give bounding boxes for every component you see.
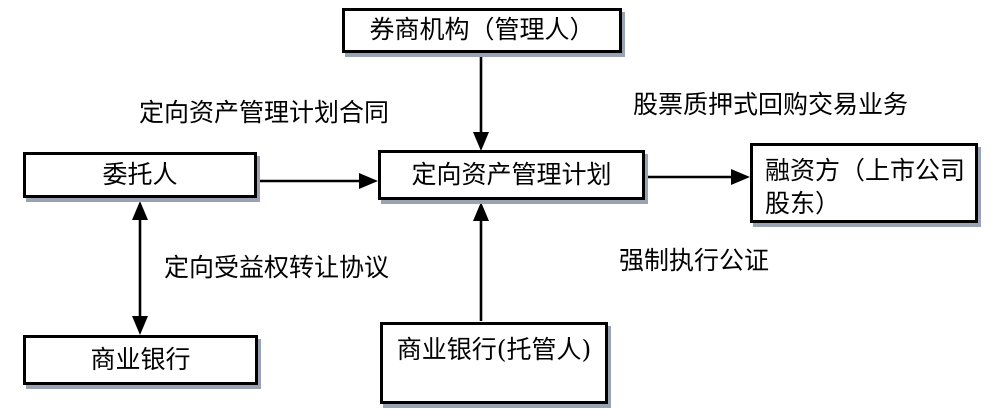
node-securities-manager: 券商机构（管理人） (342, 8, 622, 53)
arrow-principal-to-plan (258, 173, 378, 189)
node-financier-label: 融资方（上市公司股东） (765, 156, 966, 218)
node-commercial-bank-label: 商业银行 (90, 344, 191, 374)
node-principal-label: 委托人 (102, 159, 178, 189)
arrow-principal-bank-bidirectional (132, 201, 148, 335)
node-securities-manager-label: 券商机构（管理人） (369, 15, 595, 45)
edge-label-plan-contract: 定向资产管理计划合同 (139, 98, 390, 127)
arrow-custodian-to-plan (473, 202, 489, 321)
edge-label-enforcement-notarization: 强制执行公证 (619, 246, 770, 275)
node-commercial-bank: 商业银行 (23, 335, 258, 385)
arrow-plan-to-financier (648, 169, 750, 185)
node-financier: 融资方（上市公司股东） (750, 143, 978, 223)
node-custodian-bank-label: 商业银行(托管人) (396, 335, 592, 364)
node-principal: 委托人 (23, 152, 257, 198)
node-asset-management-plan-label: 定向资产管理计划 (411, 159, 612, 189)
edge-label-beneficial-rights-transfer: 定向受益权转让协议 (164, 253, 390, 282)
node-custodian-bank: 商业银行(托管人) (380, 322, 608, 404)
arrow-manager-to-plan (473, 53, 489, 151)
node-asset-management-plan: 定向资产管理计划 (378, 150, 645, 200)
edge-label-stock-pledge-repo: 股票质押式回购交易业务 (633, 90, 909, 119)
